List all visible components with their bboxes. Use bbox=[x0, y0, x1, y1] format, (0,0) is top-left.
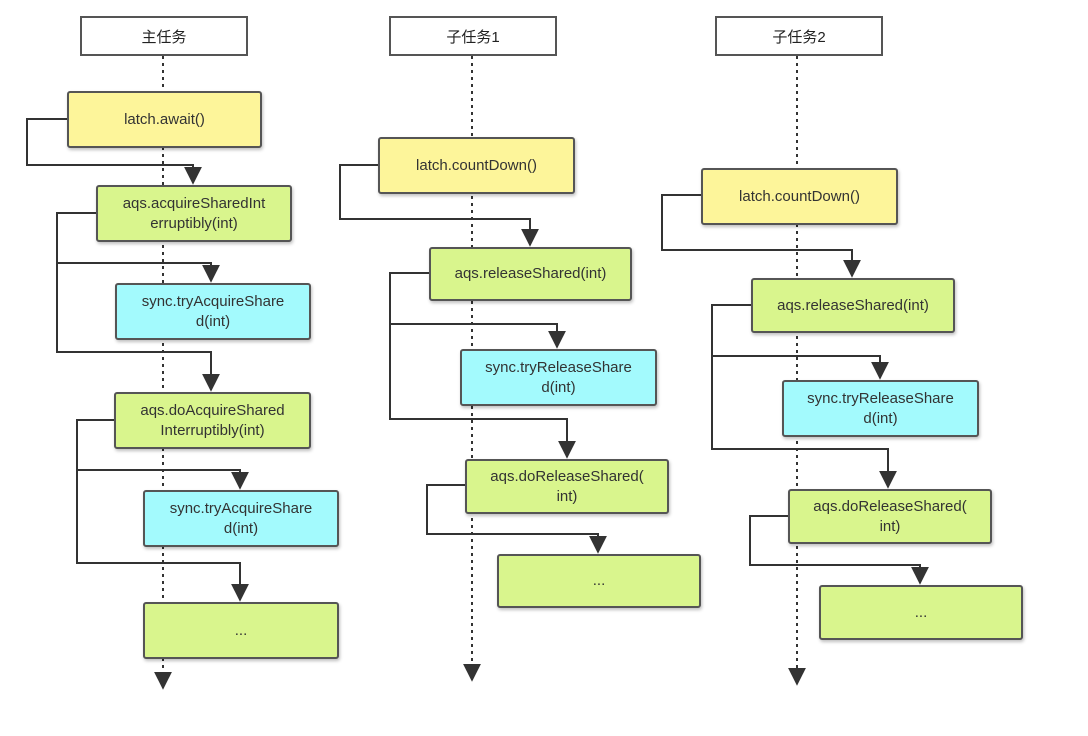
arrow-sub2-countdown-to-release bbox=[661, 194, 861, 278]
arrow-sub1-release-to-dorelease bbox=[389, 324, 576, 459]
node-sub2-ellipsis: ... bbox=[819, 585, 1023, 640]
node-sub1-do-release-shared: aqs.doReleaseShared(int) bbox=[465, 459, 669, 514]
lane-header-sub2: 子任务2 bbox=[715, 16, 883, 56]
arrow-doacquire-to-ellipsis bbox=[76, 470, 249, 602]
node-main-ellipsis: ... bbox=[143, 602, 339, 659]
arrow-sub2-dorelease-to-ellipsis bbox=[749, 515, 929, 585]
lane-header-main: 主任务 bbox=[80, 16, 248, 56]
arrow-sub1-countdown-to-release bbox=[339, 164, 539, 247]
node-latch-await: latch.await() bbox=[67, 91, 262, 148]
node-sub2-release-shared: aqs.releaseShared(int) bbox=[751, 278, 955, 333]
node-sub2-do-release-shared: aqs.doReleaseShared(int) bbox=[788, 489, 992, 544]
node-sub1-ellipsis: ... bbox=[497, 554, 701, 608]
arrow-await-to-acquire bbox=[26, 118, 202, 185]
lane-header-sub1: 子任务1 bbox=[389, 16, 557, 56]
arrow-sub1-dorelease-to-ellipsis bbox=[426, 484, 607, 554]
node-sub1-countdown: latch.countDown() bbox=[378, 137, 575, 194]
node-sub1-release-shared: aqs.releaseShared(int) bbox=[429, 247, 632, 301]
node-sub2-countdown: latch.countDown() bbox=[701, 168, 898, 225]
arrow-acquire-to-doacquire bbox=[56, 263, 220, 392]
arrow-sub2-release-to-dorelease bbox=[711, 356, 897, 489]
